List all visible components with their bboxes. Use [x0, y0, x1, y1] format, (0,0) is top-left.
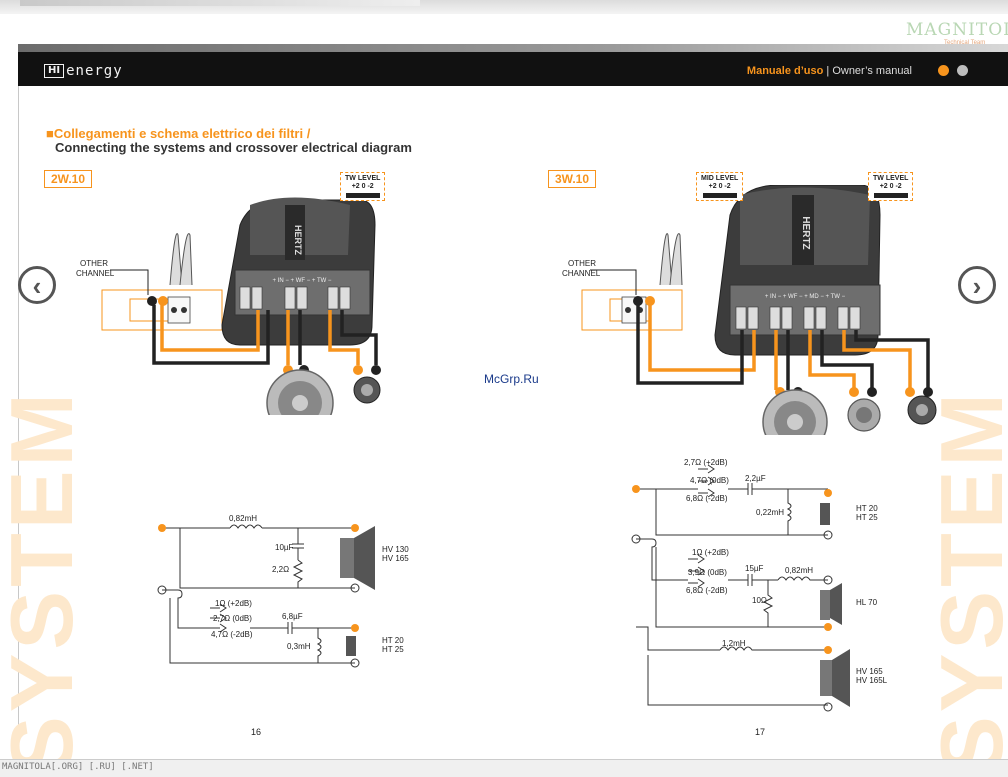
schematic-2w10 — [157, 524, 375, 668]
schem-left-res-woofer: 2,2Ω — [272, 565, 290, 574]
schem-left-ind-tweeter: 0,3mH — [287, 642, 311, 651]
manual-title: Manuale d’uso | Owner’s manual — [747, 65, 912, 77]
page-number-right: 17 — [755, 727, 766, 737]
header-bar — [18, 52, 1008, 86]
top-fade — [20, 0, 420, 6]
schem-right-mid-cap: 15µF — [745, 564, 764, 573]
model-label-3w10: 3W.10 — [548, 170, 597, 188]
page-edge-line — [18, 44, 19, 772]
schem-left-tweeter-model-2: HT 25 — [382, 645, 404, 654]
model-label-2w10: 2W.10 — [44, 170, 93, 188]
schem-right-woofer-ind: 1,2mH — [722, 639, 746, 648]
schem-right-mid-level-2: 3,9Ω (0dB) — [688, 568, 727, 577]
schem-right-woofer-model-1: HV 165 — [856, 667, 883, 676]
schem-right-tw-level-3: 6,8Ω (-2dB) — [686, 494, 728, 503]
schem-right-mid-level-1: 1Ω (+2dB) — [692, 548, 729, 557]
schem-right-woofer-model-2: HV 165L — [856, 676, 888, 685]
side-text-left: SYSTEM — [2, 389, 82, 775]
manual-sep: | — [823, 65, 833, 77]
logo-word: energy — [66, 62, 123, 79]
schem-left-cap-woofer: 10µF — [275, 543, 294, 552]
tw-level-slider-right[interactable] — [873, 193, 908, 198]
svg-text:+ IN − + WF − + MD − + TW −: + IN − + WF − + MD − + TW − — [765, 294, 846, 300]
schem-left-level-3: 4,7Ω (-2dB) — [211, 630, 253, 639]
wiring-diagram-2w10: HERTZ + IN − + WF − + TW − — [101, 197, 381, 415]
page-dot-active[interactable] — [938, 65, 949, 76]
watermark-logo: MAGNITOLA — [906, 20, 1008, 40]
tw-level-values-right: +2 0 -2 — [879, 183, 902, 190]
page-number-left: 16 — [251, 727, 262, 737]
other-channel-label-right-1: OTHER — [568, 259, 596, 268]
schem-right-tw-level-1: 2,7Ω (+2dB) — [684, 458, 728, 467]
prev-page-button[interactable]: ‹ — [18, 266, 56, 304]
manual-title-en: Owner’s manual — [832, 65, 912, 77]
watermark-subtitle: Technical Team — [944, 40, 986, 46]
schem-right-mid-res: 10Ω — [752, 596, 767, 605]
schem-left-level-2: 2,7Ω (0dB) — [213, 614, 252, 623]
bottom-strip — [0, 759, 1008, 777]
svg-text:+ IN − + WF − + TW −: + IN − + WF − + TW − — [273, 278, 332, 284]
tw-level-label-left: TW LEVEL — [345, 175, 381, 182]
svg-text:HERTZ: HERTZ — [293, 225, 303, 255]
section-title: ■Collegamenti e schema elettrico dei fil… — [46, 127, 412, 155]
next-page-button[interactable]: › — [958, 266, 996, 304]
other-channel-label-right-2: CHANNEL — [562, 269, 601, 278]
tw-level-values-left: +2 0 -2 — [351, 183, 374, 190]
other-channel-label-left-2: CHANNEL — [76, 269, 115, 278]
schem-right-tw-ind: 0,22mH — [756, 508, 785, 517]
tw-level-label-right: TW LEVEL — [873, 175, 909, 182]
logo-box: HI — [44, 63, 65, 78]
schem-right-tweeter-model-1: HT 20 — [856, 504, 878, 513]
schem-right-mid-level-3: 6,8Ω (-2dB) — [686, 586, 728, 595]
manual-title-it: Manuale d’uso — [746, 65, 824, 77]
schematic-3w10 — [631, 464, 850, 712]
center-watermark: McGrp.Ru — [484, 372, 539, 386]
wiring-diagram-3w10: HERTZ + IN − + WF − + MD − + TW − — [581, 185, 937, 435]
svg-text:HERTZ: HERTZ — [800, 216, 811, 249]
schem-left-inductor-woofer: 0,82mH — [229, 514, 258, 523]
schem-right-mid-model: HL 70 — [856, 598, 878, 607]
schem-left-woofer-model-2: HV 165 — [382, 554, 409, 563]
title-bullet: ■ — [46, 126, 54, 141]
tw-level-switch-left[interactable]: TW LEVEL +2 0 -2 — [340, 172, 386, 201]
schem-left-cap-tweeter: 6,8µF — [282, 612, 303, 621]
mid-level-values: +2 0 -2 — [708, 183, 731, 190]
mid-level-label: MID LEVEL — [701, 175, 739, 182]
schem-left-woofer-model-1: HV 130 — [382, 545, 409, 554]
tw-level-switch-right[interactable]: TW LEVEL +2 0 -2 — [868, 172, 914, 201]
header-gradient-bar — [18, 44, 1008, 52]
schem-right-tw-cap: 2,2µF — [745, 474, 766, 483]
other-channel-label-left-1: OTHER — [80, 259, 108, 268]
page-dot-inactive[interactable] — [957, 65, 968, 76]
schem-right-tweeter-model-2: HT 25 — [856, 513, 878, 522]
schem-right-tw-level-2: 4,7Ω (0dB) — [690, 476, 729, 485]
mid-level-switch[interactable]: MID LEVEL +2 0 -2 — [696, 172, 744, 201]
title-italian: Collegamenti e schema elettrico dei filt… — [53, 126, 311, 141]
title-english: Connecting the systems and crossover ele… — [55, 140, 412, 155]
schem-left-tweeter-model-1: HT 20 — [382, 636, 404, 645]
schem-right-mid-ind: 0,82mH — [785, 566, 814, 575]
schem-left-level-1: 1Ω (+2dB) — [215, 599, 252, 608]
tw-level-slider-left[interactable] — [345, 193, 380, 198]
footer-watermark: MAGNITOLA[.ORG] [.RU] [.NET] — [2, 762, 154, 772]
mid-level-slider[interactable] — [702, 193, 737, 198]
